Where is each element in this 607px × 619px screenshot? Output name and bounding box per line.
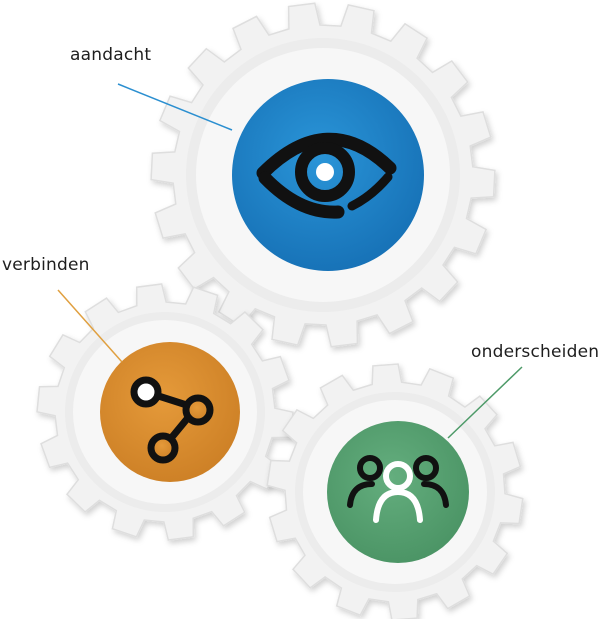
label-verbinden: verbinden bbox=[2, 255, 90, 275]
label-aandacht: aandacht bbox=[70, 45, 151, 65]
people-icon bbox=[347, 455, 449, 523]
leader-line-verbinden bbox=[57, 289, 123, 363]
eye-icon bbox=[256, 132, 397, 219]
share-icon bbox=[130, 376, 214, 464]
label-onderscheiden: onderscheiden bbox=[471, 342, 599, 362]
gear-verbinden bbox=[36, 283, 294, 541]
leader-line-aandacht bbox=[117, 83, 233, 131]
gear-left-disc bbox=[100, 342, 240, 482]
gear-aandacht bbox=[150, 2, 496, 348]
leader-line-onderscheiden bbox=[447, 366, 523, 439]
gear-onderscheiden bbox=[266, 363, 524, 619]
